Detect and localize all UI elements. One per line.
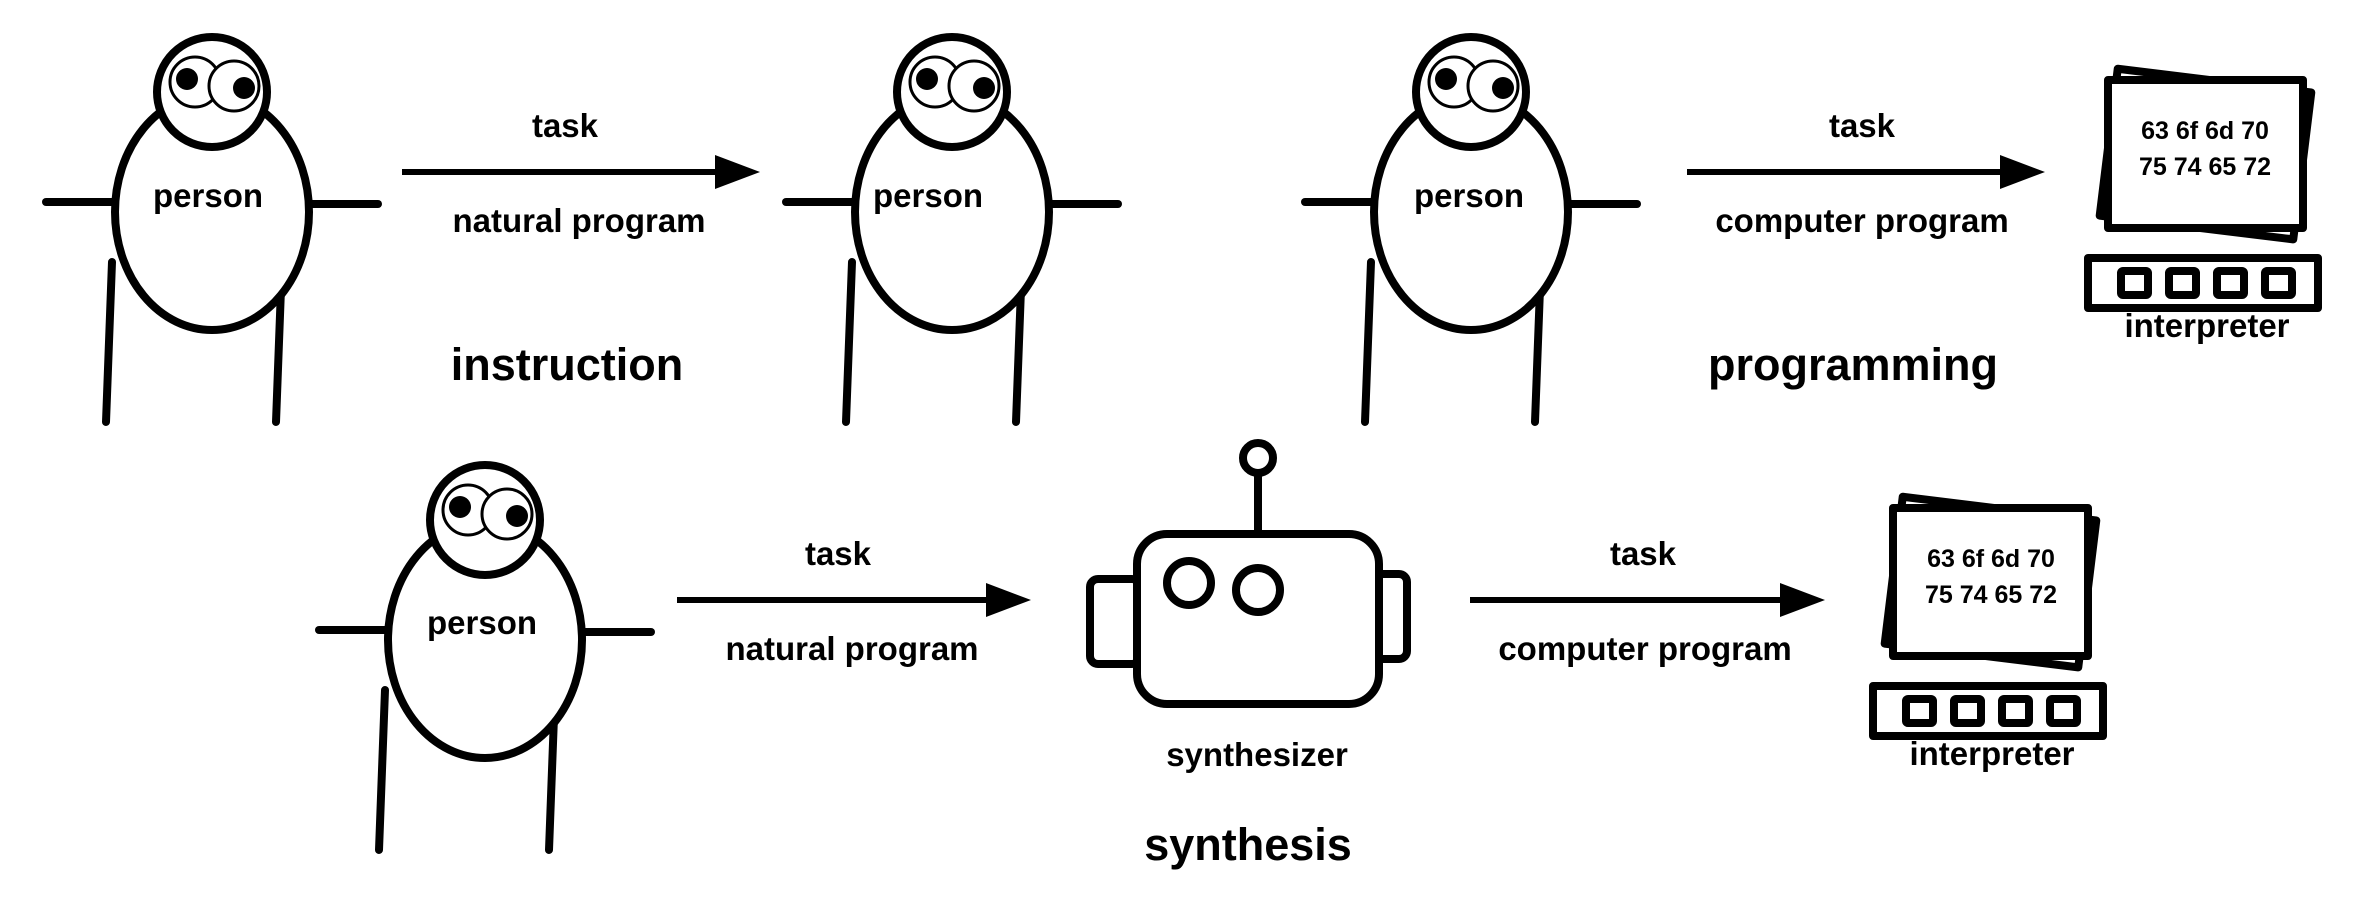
synthesizer-label: synthesizer: [1166, 736, 1348, 773]
person-label-1: person: [153, 177, 263, 214]
person-figure-1: [46, 37, 378, 422]
arrow-synthesis-natural: [677, 583, 1031, 617]
arrow-programming: [1687, 155, 2045, 189]
interpreter-figure-1: 63 6f 6d 70 75 74 65 72: [2088, 69, 2318, 308]
person-label-2: person: [873, 177, 983, 214]
person-figure-2: [786, 37, 1118, 422]
section-title-synthesis: synthesis: [1144, 819, 1352, 870]
arrow-instruction: [402, 155, 760, 189]
arrow-task-label-1: task: [532, 107, 599, 144]
screen-text-line2-b: 75 74 65 72: [1925, 581, 2057, 609]
arrow-program-label-3: natural program: [725, 630, 978, 667]
interpreter-figure-2: 63 6f 6d 70 75 74 65 72: [1873, 497, 2103, 736]
arrow-task-label-2: task: [1829, 107, 1896, 144]
interpreter-label-1: interpreter: [2124, 307, 2289, 344]
arrow-task-label-4: task: [1610, 535, 1677, 572]
arrow-task-label-3: task: [805, 535, 872, 572]
synthesizer-figure: [1090, 443, 1407, 704]
person-label-3: person: [1414, 177, 1524, 214]
person-figure-4: [319, 465, 651, 850]
screen-text-line1-a: 63 6f 6d 70: [2141, 117, 2269, 145]
section-title-programming: programming: [1708, 339, 1998, 390]
person-figure-3: [1305, 37, 1637, 422]
interpreter-label-2: interpreter: [1909, 735, 2074, 772]
arrow-synthesis-computer: [1470, 583, 1825, 617]
screen-text-line2-a: 75 74 65 72: [2139, 153, 2271, 181]
arrow-program-label-2: computer program: [1715, 202, 2008, 239]
screen-text-line1-b: 63 6f 6d 70: [1927, 545, 2055, 573]
arrow-program-label-4: computer program: [1498, 630, 1791, 667]
arrow-program-label-1: natural program: [452, 202, 705, 239]
section-title-instruction: instruction: [451, 339, 684, 390]
person-label-4: person: [427, 604, 537, 641]
